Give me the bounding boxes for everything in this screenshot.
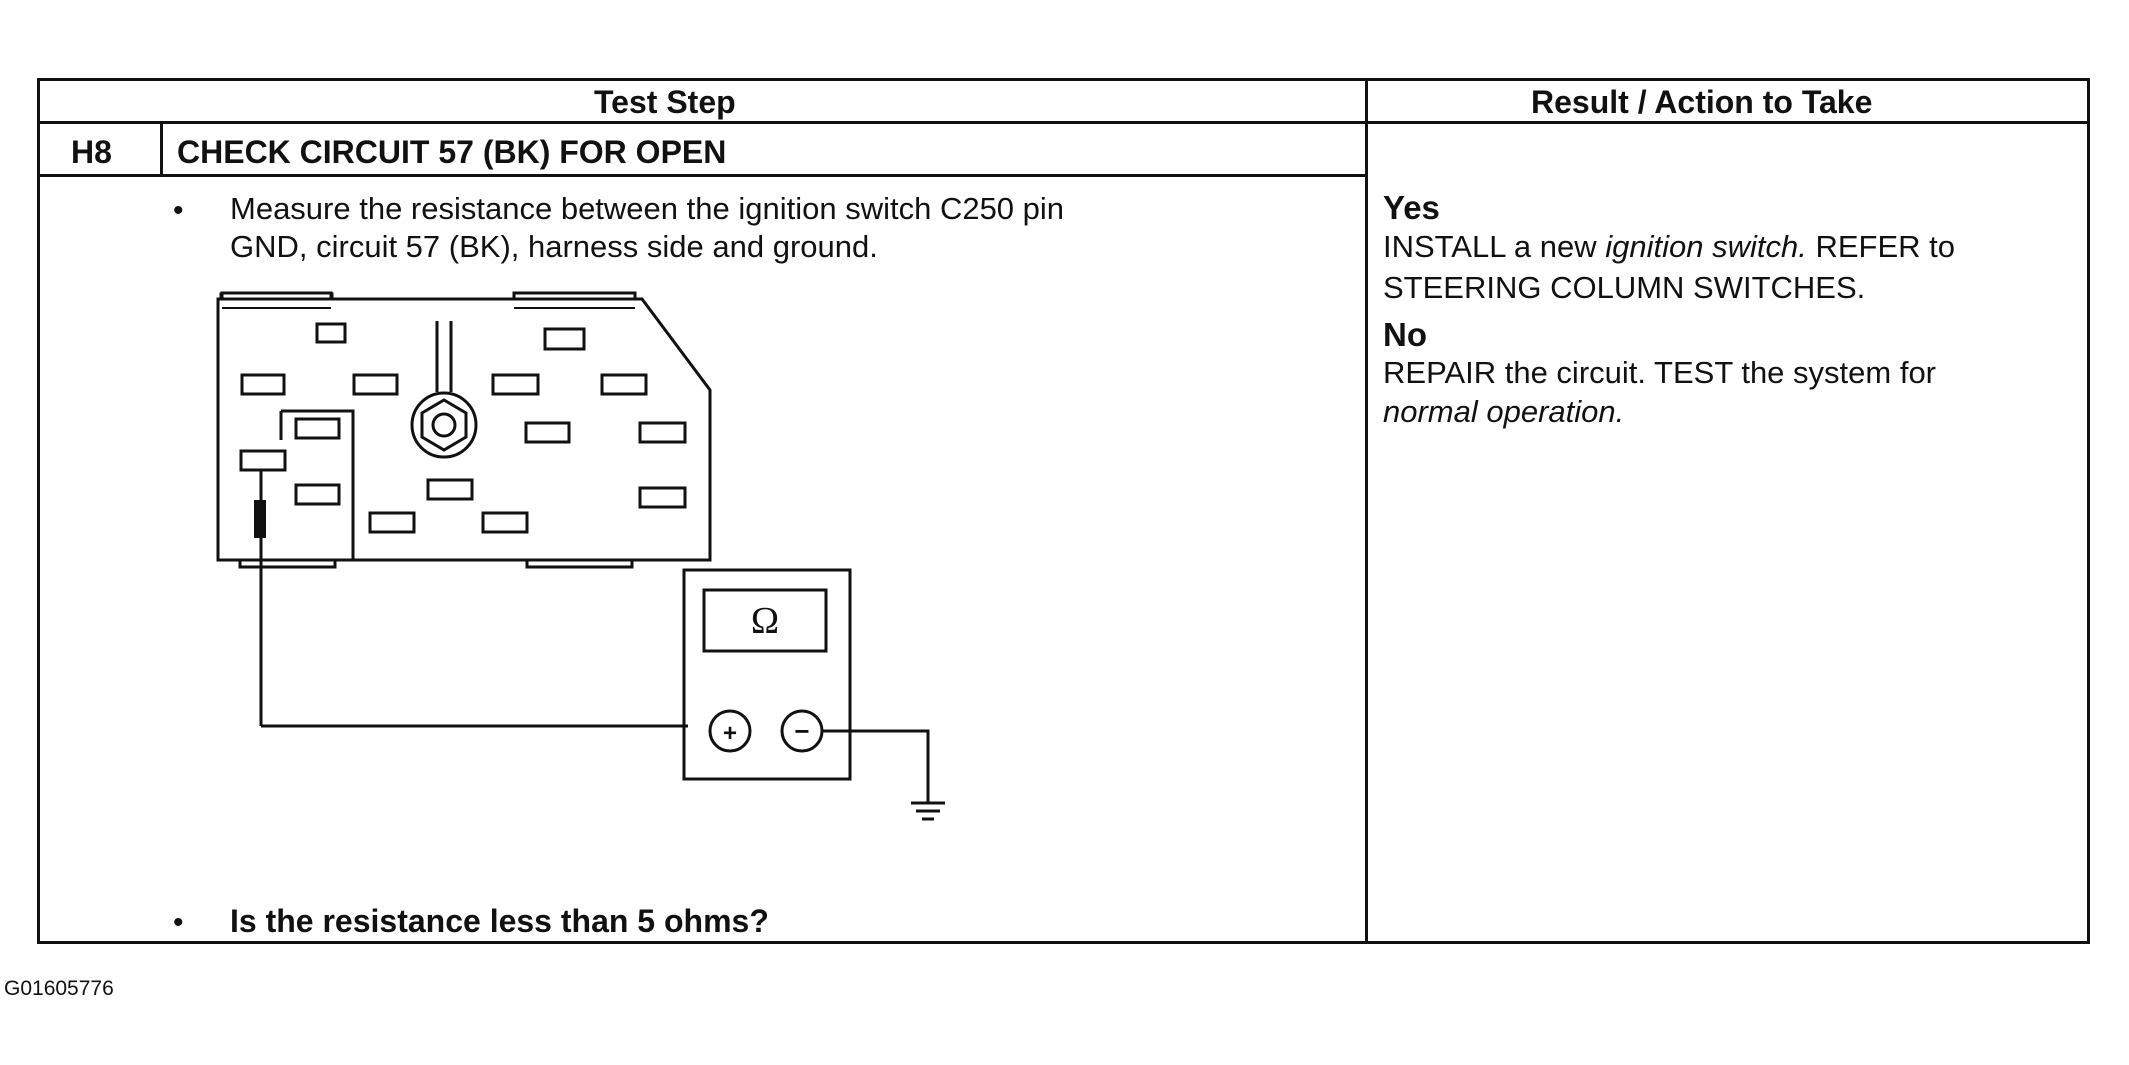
instruction-line-1: Measure the resistance between the ignit… [230, 191, 1065, 226]
cavity [240, 373, 286, 396]
cavity [543, 327, 586, 351]
connector-latch-bottom-right [525, 558, 634, 569]
step-id: H8 [71, 134, 112, 170]
connector-latch-top-left-tab [220, 291, 333, 301]
figure-id: G01605776 [4, 977, 114, 1000]
cavity [491, 373, 540, 396]
cavity [481, 511, 529, 534]
no-label: No [1383, 316, 1427, 353]
cavity [294, 483, 341, 506]
question-text: Is the resistance less than 5 ohms? [230, 903, 769, 939]
step-id-divider [160, 121, 163, 176]
cavity [524, 421, 571, 444]
cavity [600, 373, 648, 396]
ohmmeter-body [682, 568, 852, 781]
connector-latch-top-right-tab [512, 291, 637, 301]
test-probe [254, 500, 266, 538]
minus-symbol: − [794, 716, 809, 746]
cavity [315, 322, 347, 344]
yes-action-line-1: INSTALL a new ignition switch. REFER to [1383, 229, 1956, 264]
no-action-line-1: REPAIR the circuit. TEST the system for [1383, 355, 1937, 390]
connector-c250-outline [216, 297, 712, 562]
connector-bolt-hex [420, 398, 468, 452]
connector-bolt-inner [431, 412, 457, 438]
cavity [638, 421, 687, 444]
test-step-table [37, 78, 2090, 944]
step-title-divider [37, 174, 1367, 177]
cavity-gnd [239, 449, 287, 472]
ohm-symbol: Ω [751, 600, 779, 642]
cavity [638, 486, 687, 509]
step-title: CHECK CIRCUIT 57 (BK) FOR OPEN [177, 134, 727, 170]
cavity [352, 373, 399, 396]
cavity [426, 478, 474, 501]
ground-lead [822, 729, 930, 803]
connector-latch-bottom-left [238, 558, 337, 569]
cavity [294, 417, 341, 440]
cavity [368, 511, 416, 534]
connector-bolt-outer [410, 391, 478, 459]
connector-rib [435, 321, 453, 392]
instruction-line-2: GND, circuit 57 (BK), harness side and g… [230, 229, 878, 264]
plus-symbol: + [723, 720, 737, 747]
no-action-line-2: normal operation. [1383, 394, 1625, 429]
ohmmeter-display [702, 588, 828, 653]
bullet-2: • [173, 906, 184, 939]
connector-partition [281, 409, 355, 560]
yes-label: Yes [1383, 189, 1440, 226]
header-test-step: Test Step [594, 84, 736, 120]
column-divider [1365, 78, 1368, 944]
bullet-1: • [173, 194, 184, 227]
header-result-action: Result / Action to Take [1531, 84, 1873, 120]
yes-action-line-2: STEERING COLUMN SWITCHES. [1383, 270, 1866, 305]
header-divider [37, 121, 2090, 124]
ohmmeter-plus-jack [708, 709, 752, 753]
